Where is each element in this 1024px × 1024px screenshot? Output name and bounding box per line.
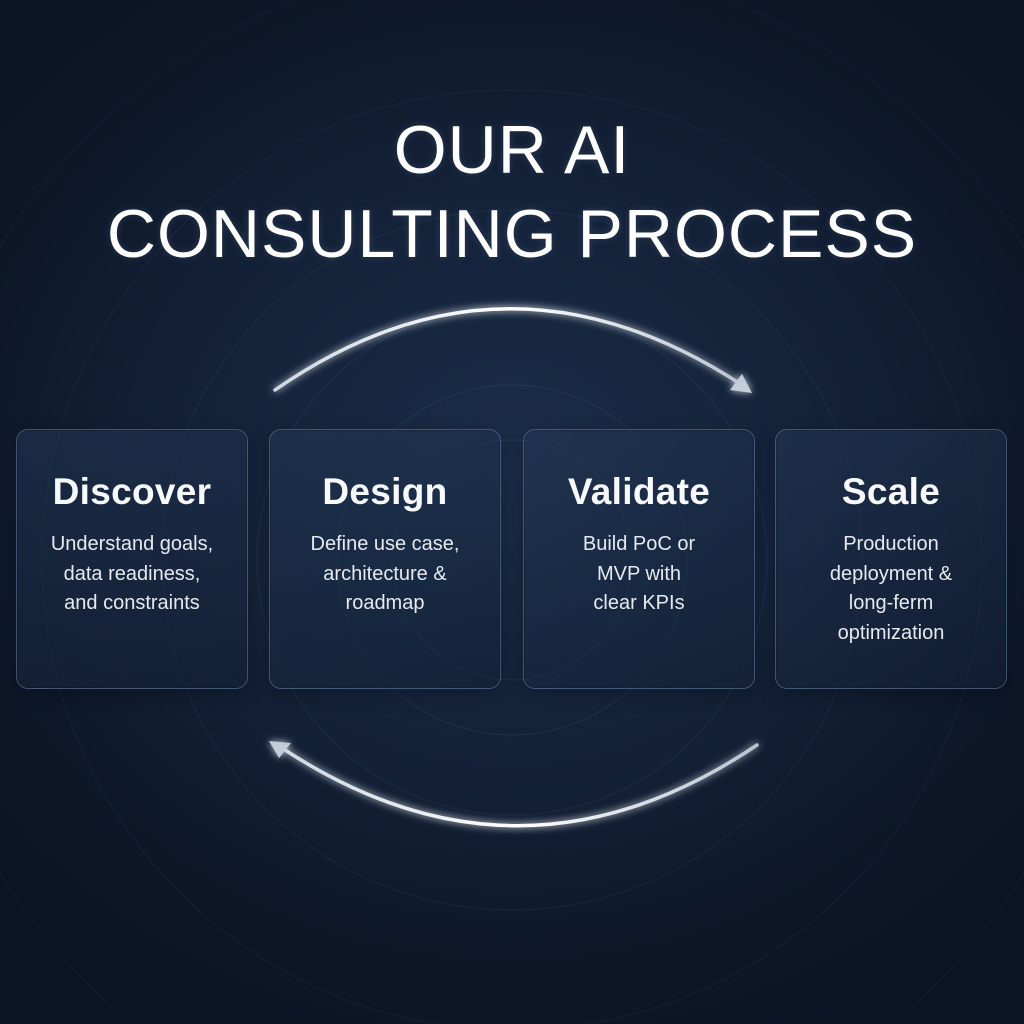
- title-line-2: CONSULTING PROCESS: [106, 195, 918, 272]
- step-description: Build PoC or MVP with clear KPIs: [524, 530, 754, 619]
- page-title: OUR AI CONSULTING PROCESS: [0, 108, 1024, 276]
- step-description-line: Define use case,: [310, 533, 460, 555]
- step-card-discover: Discover Understand goals, data readines…: [16, 429, 248, 689]
- step-title: Design: [322, 471, 448, 512]
- step-description-line: architecture &: [323, 562, 447, 585]
- step-description-line: long-ferm: [848, 592, 934, 614]
- step-description-line: MVP with: [596, 562, 682, 585]
- step-description-line: optimization: [837, 621, 945, 644]
- step-description-line: and constraints: [64, 592, 200, 614]
- step-description-line: Build PoC or: [582, 533, 696, 555]
- process-steps: Discover Understand goals, data readines…: [16, 429, 1008, 691]
- step-card-design: Design Define use case, architecture & r…: [269, 429, 501, 689]
- step-description-line: Production: [843, 533, 939, 555]
- step-description: Understand goals, data readiness, and co…: [17, 530, 247, 619]
- step-description-line: Understand goals,: [50, 533, 214, 555]
- step-description-line: clear KPIs: [593, 592, 685, 614]
- step-description: Production deployment & long-ferm optimi…: [776, 530, 1006, 648]
- step-description-line: data readiness,: [63, 562, 201, 585]
- step-title: Discover: [52, 471, 212, 512]
- step-description-line: roadmap: [345, 592, 425, 614]
- step-card-scale: Scale Production deployment & long-ferm …: [775, 429, 1007, 689]
- step-description: Define use case, architecture & roadmap: [270, 530, 500, 619]
- step-description-line: deployment &: [829, 562, 953, 585]
- step-card-validate: Validate Build PoC or MVP with clear KPI…: [523, 429, 755, 689]
- title-line-1: OUR AI: [393, 111, 631, 188]
- step-title: Validate: [567, 471, 711, 512]
- step-title: Scale: [841, 471, 941, 512]
